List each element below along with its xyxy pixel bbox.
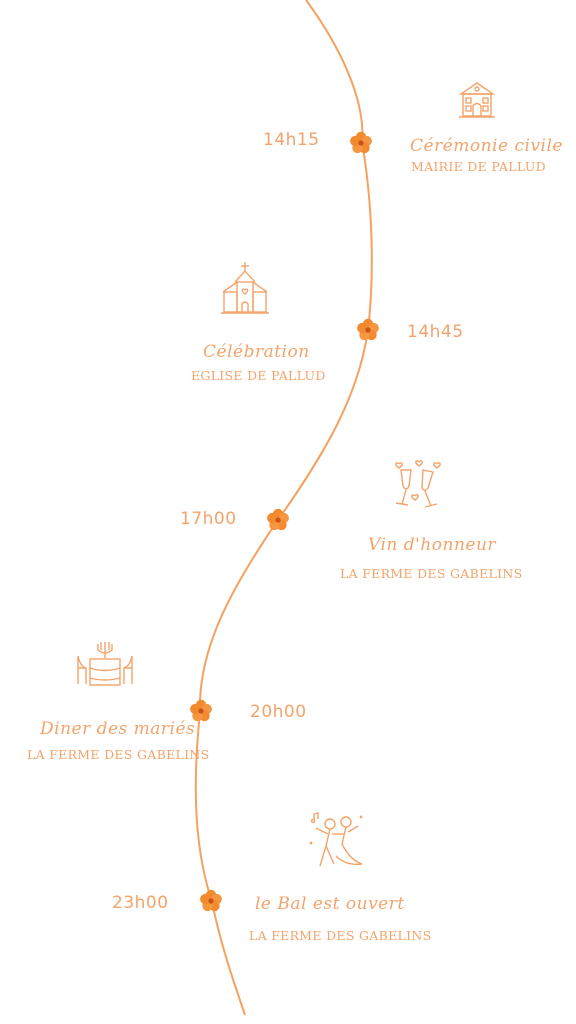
flower-marker-1 (350, 131, 372, 154)
event-place: LA FERME DES GABELINS (249, 928, 432, 943)
dancing-couple-icon (309, 812, 363, 867)
event-title: le Bal est ouvert (255, 894, 405, 914)
dinner-table-icon (77, 642, 133, 686)
event-time: 14h15 (263, 130, 320, 150)
event-place: MAIRIE DE PALLUD (411, 159, 546, 174)
town-hall-icon (458, 82, 496, 118)
flower-marker-4 (190, 699, 212, 722)
event-time: 23h00 (112, 893, 169, 913)
event-title: Vin d'honneur (368, 535, 497, 555)
event-title: Célébration (203, 342, 310, 362)
church-icon (221, 262, 269, 314)
event-title: Cérémonie civile (410, 136, 563, 156)
event-time: 17h00 (180, 509, 237, 529)
event-time: 14h45 (407, 322, 464, 342)
event-place: LA FERME DES GABELINS (27, 747, 210, 762)
event-time: 20h00 (250, 702, 307, 722)
champagne-glasses-icon (395, 460, 441, 508)
flower-marker-5 (200, 889, 222, 912)
event-title: Diner des mariés (40, 719, 196, 739)
event-place: LA FERME DES GABELINS (340, 566, 523, 581)
flower-marker-2 (357, 318, 379, 341)
event-place: EGLISE DE PALLUD (191, 368, 326, 383)
flower-marker-3 (267, 508, 289, 531)
